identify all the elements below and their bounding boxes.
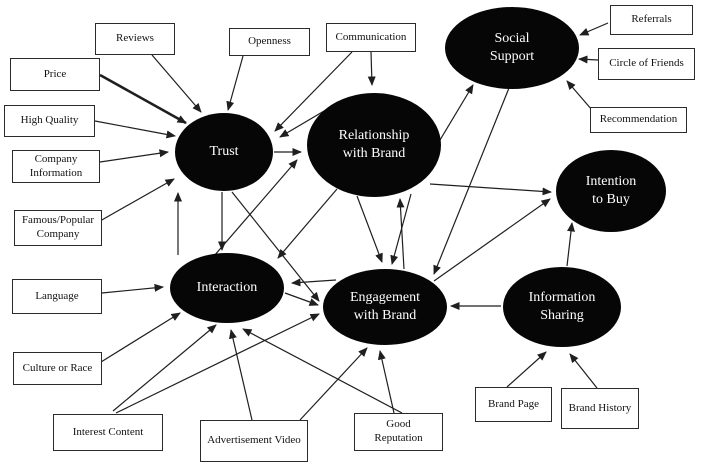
node-social-support: Social Support bbox=[445, 7, 579, 89]
arrow-brand-history-to-information-sharing bbox=[569, 353, 598, 389]
arrow-relationship-to-interaction bbox=[277, 188, 338, 259]
arrow-engagement-to-intention-to-buy bbox=[433, 198, 551, 282]
arrow-interaction-to-engagement bbox=[284, 292, 319, 306]
node-trust: Trust bbox=[175, 113, 273, 191]
arrow-good-reputation-to-engagement bbox=[377, 350, 395, 414]
arrow-interest-content-to-interaction bbox=[112, 324, 217, 412]
arrow-referrals-to-social-support bbox=[579, 22, 609, 36]
arrow-information-sharing-to-intention-to-buy bbox=[566, 222, 575, 267]
arrow-social-support-to-engagement bbox=[433, 87, 510, 275]
arrow-relationship-to-intention-to-buy bbox=[429, 183, 552, 196]
arrow-famous-popular-company-to-trust bbox=[99, 178, 175, 222]
arrow-company-information-to-trust bbox=[99, 149, 169, 163]
node-engagement-with-brand: Engagement with Brand bbox=[323, 269, 447, 345]
box-interest-content: Interest Content bbox=[53, 414, 163, 451]
arrow-trust-to-engagement bbox=[231, 191, 320, 302]
box-referrals: Referrals bbox=[610, 5, 693, 35]
box-recommendation: Recommendation bbox=[590, 107, 687, 133]
box-famous-popular-company: Famous/Popular Company bbox=[14, 210, 102, 246]
node-information-sharing: Information Sharing bbox=[503, 267, 621, 347]
arrow-circle-of-friends-to-social-support bbox=[578, 55, 599, 64]
node-intention-to-buy: Intention to Buy bbox=[556, 150, 666, 232]
box-communication: Communication bbox=[326, 23, 416, 52]
box-good-reputation: Good Reputation bbox=[354, 413, 443, 451]
box-advertisement-video: Advertisement Video bbox=[200, 420, 308, 462]
arrow-advertisement-video-to-interaction bbox=[229, 329, 253, 421]
node-interaction: Interaction bbox=[170, 253, 284, 323]
arrow-good-reputation-to-interaction bbox=[242, 328, 403, 414]
box-language: Language bbox=[12, 279, 102, 314]
node-relationship-with-brand: Relationship with Brand bbox=[307, 93, 441, 197]
arrow-language-to-interaction bbox=[101, 283, 164, 294]
arrow-high-quality-to-trust bbox=[94, 120, 176, 139]
arrow-interest-content-to-engagement bbox=[115, 313, 320, 414]
box-brand-page: Brand Page bbox=[475, 387, 552, 422]
box-high-quality: High Quality bbox=[4, 105, 95, 137]
arrow-advertisement-video-to-engagement bbox=[299, 347, 368, 421]
box-openness: Openness bbox=[229, 28, 310, 56]
arrow-interaction-to-relationship bbox=[213, 159, 298, 257]
arrow-engagement-to-relationship bbox=[396, 198, 405, 270]
box-brand-history: Brand History bbox=[561, 388, 639, 429]
box-price: Price bbox=[10, 58, 100, 91]
box-company-information: Company Information bbox=[12, 150, 100, 183]
box-culture-or-race: Culture or Race bbox=[13, 352, 102, 385]
arrow-communication-to-relationship bbox=[367, 51, 376, 86]
arrow-recommendation-to-social-support bbox=[566, 80, 593, 111]
box-reviews: Reviews bbox=[95, 23, 175, 55]
arrow-openness-to-trust bbox=[226, 55, 244, 111]
arrow-relationship-to-social-support bbox=[436, 84, 474, 146]
arrow-price-to-trust bbox=[99, 73, 187, 125]
arrow-brand-page-to-information-sharing bbox=[506, 351, 547, 388]
arrow-culture-or-race-to-interaction bbox=[100, 312, 181, 363]
arrow-communication-to-trust bbox=[274, 51, 353, 132]
arrow-engagement-to-interaction bbox=[291, 278, 337, 287]
box-circle-of-friends: Circle of Friends bbox=[598, 48, 695, 80]
arrow-relationship-to-engagement bbox=[356, 195, 383, 263]
arrow-reviews-to-trust bbox=[151, 54, 202, 113]
